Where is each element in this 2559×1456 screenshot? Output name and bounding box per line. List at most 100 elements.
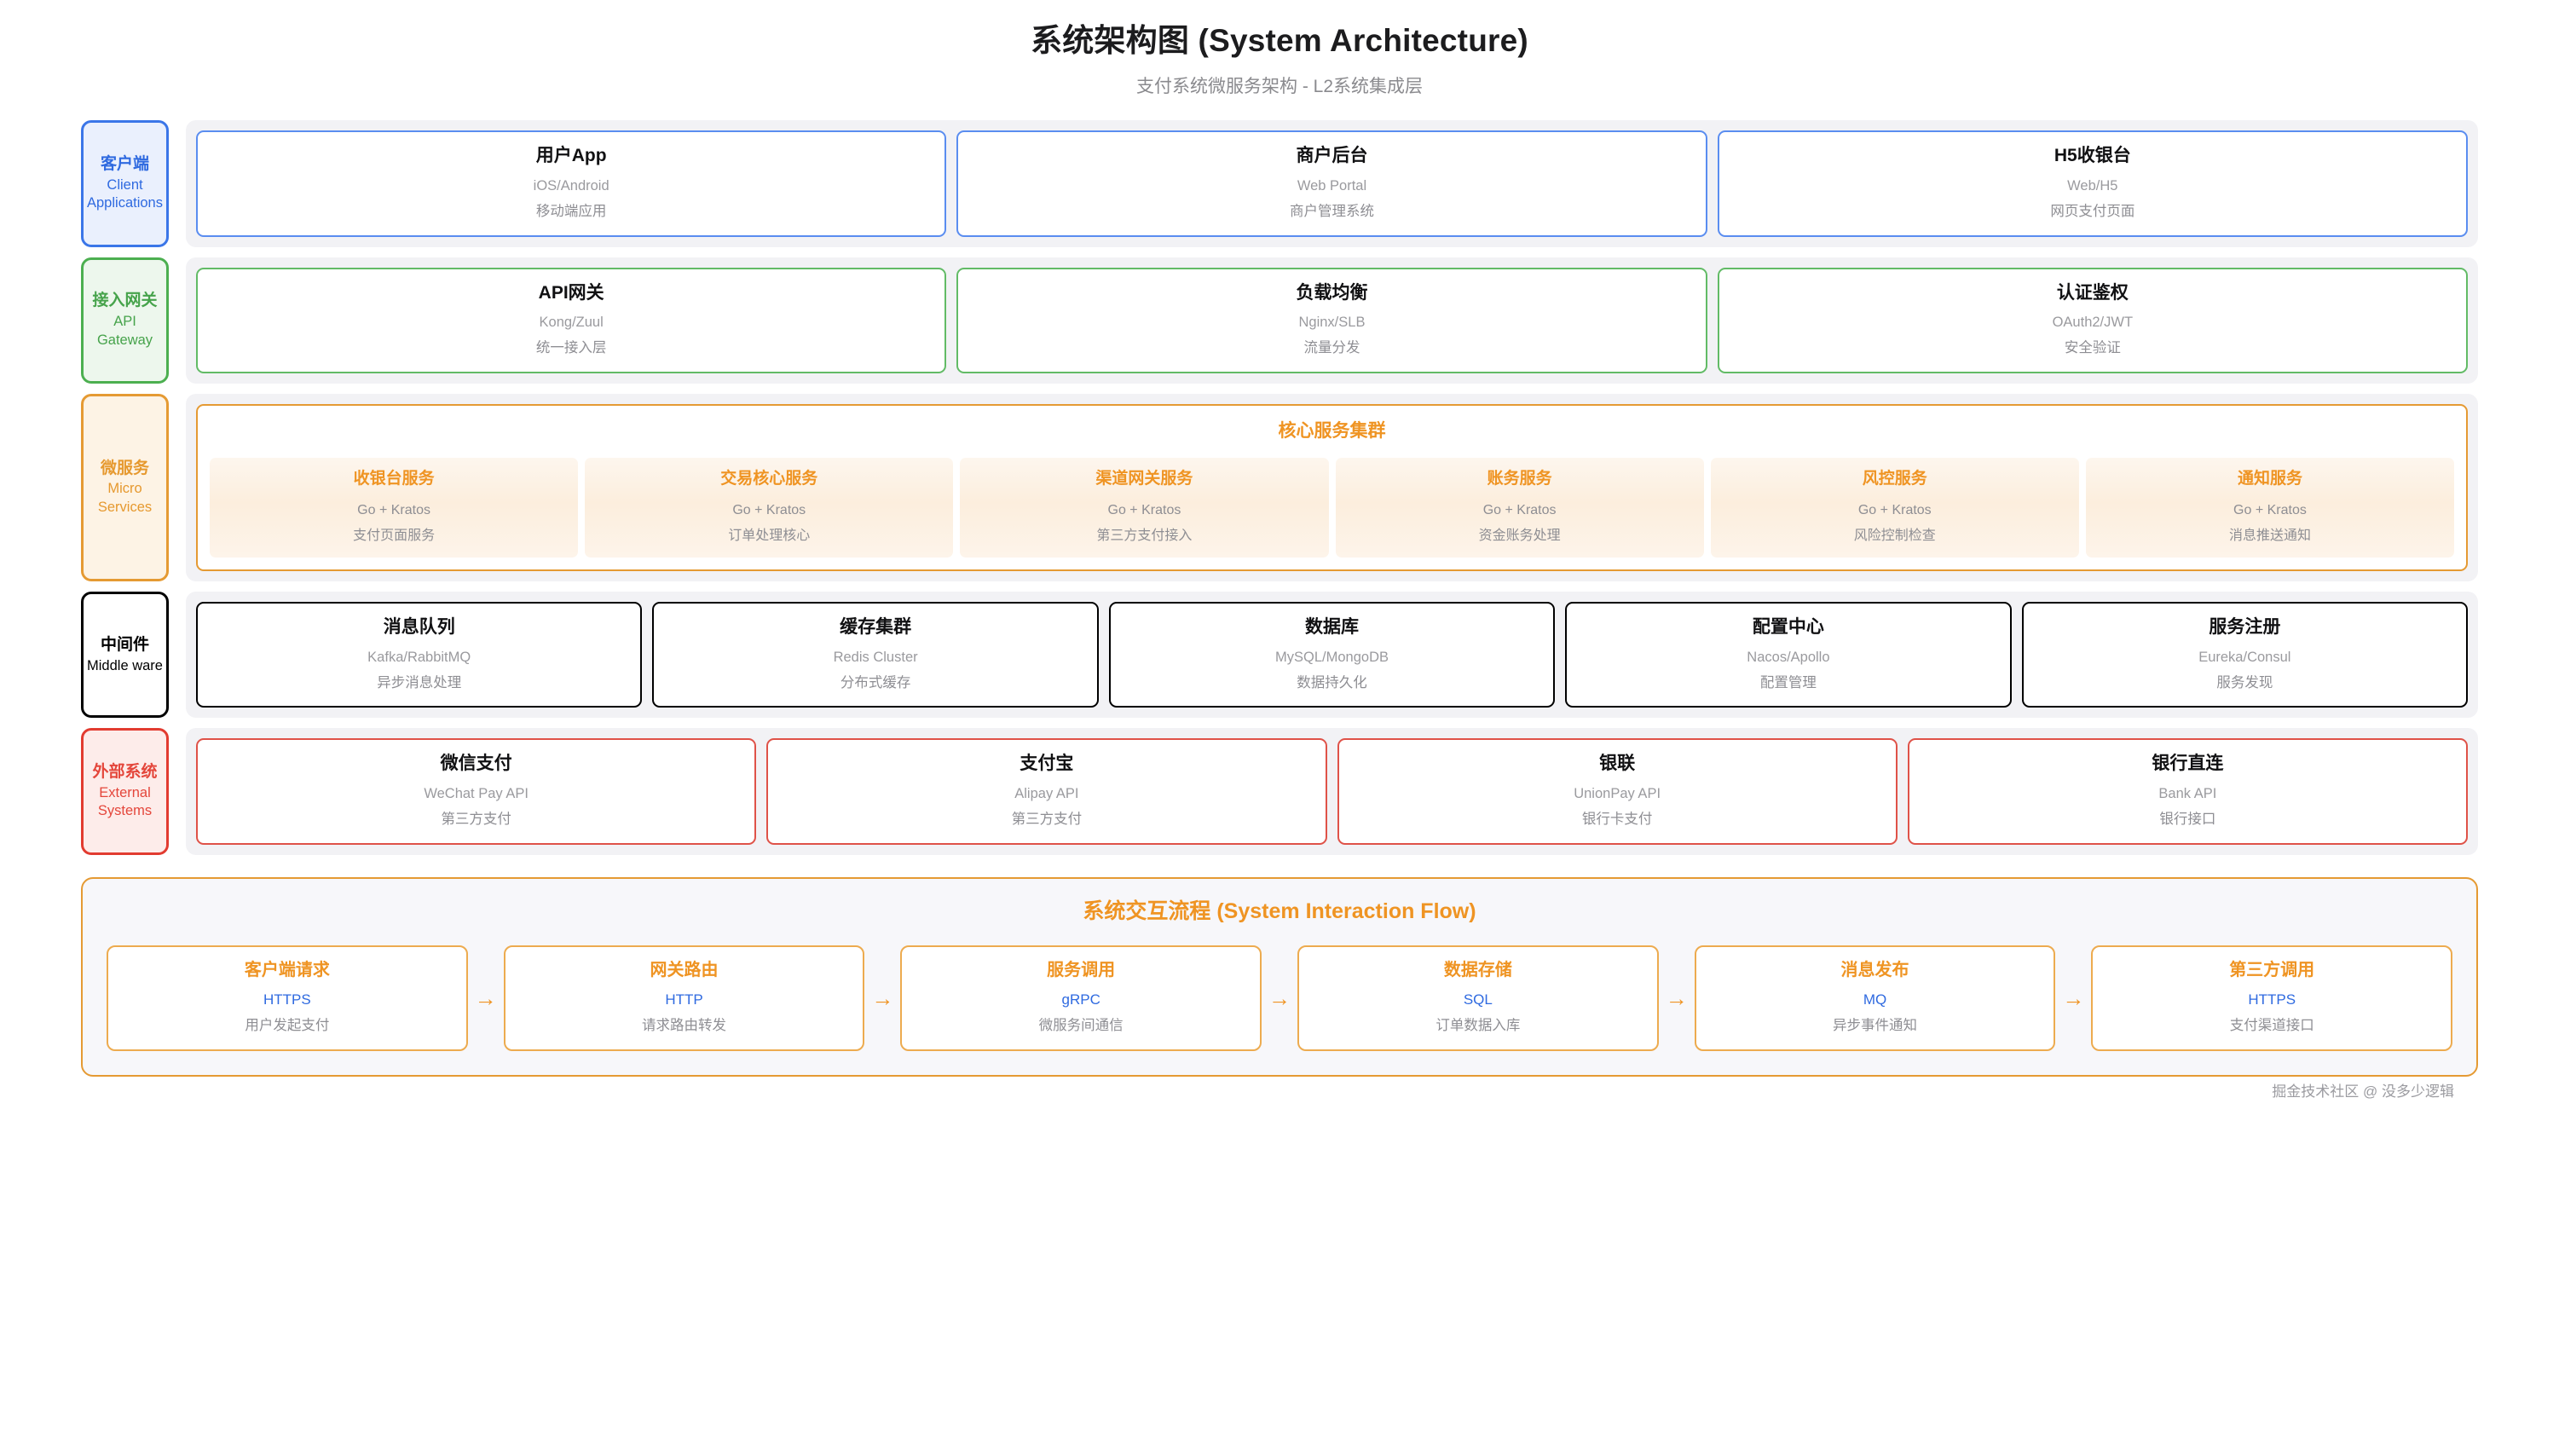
node-card-title: 配置中心	[1752, 617, 1824, 638]
node-card-tech: Bank API	[2158, 785, 2217, 801]
service-card-desc: 资金账务处理	[1478, 528, 1561, 543]
node-card-title: API网关	[538, 282, 604, 303]
flow-step-protocol: HTTPS	[2248, 991, 2296, 1008]
node-card-tech: iOS/Android	[533, 177, 609, 194]
node-card-tech: Nacos/Apollo	[1747, 649, 1830, 665]
layer-badge-client[interactable]: 客户端 Client Applications	[81, 120, 169, 247]
node-card-title: 认证鉴权	[2056, 282, 2129, 303]
node-card-desc: 数据持久化	[1297, 675, 1367, 691]
flow-arrow-icon: →	[1665, 985, 1688, 1011]
flow-step-title: 数据存储	[1443, 961, 1512, 980]
service-card-stack: Go + Kratos	[732, 502, 806, 517]
node-card-desc: 第三方支付	[1011, 812, 1083, 828]
node-card-title: 微信支付	[440, 754, 512, 774]
layer-badge-gateway[interactable]: 接入网关 API Gateway	[81, 257, 169, 384]
flow-step-protocol: HTTPS	[263, 991, 311, 1008]
node-card[interactable]: API网关 Kong/Zuul 统一接入层	[196, 267, 947, 373]
layer-badge-label-cn: 微服务	[100, 459, 149, 477]
node-card-desc: 移动端应用	[535, 204, 607, 220]
node-card[interactable]: 银行直连 Bank API 银行接口	[1907, 738, 2468, 845]
layer-badge-label-en: Client Applications	[87, 176, 163, 211]
service-card-desc: 消息推送通知	[2228, 528, 2311, 543]
service-card-title: 风控服务	[1862, 470, 1927, 488]
flow-step-desc: 用户发起支付	[245, 1018, 330, 1034]
node-card-tech: Kafka/RabbitMQ	[367, 649, 471, 665]
layer-badge-label-en: Middle ware	[87, 657, 163, 673]
service-card-title: 通知服务	[2237, 470, 2302, 488]
node-card-tech: Alipay API	[1014, 785, 1079, 801]
service-card-desc: 风险控制检查	[1853, 528, 1936, 543]
flow-arrow-icon: →	[2062, 985, 2085, 1011]
service-card-desc: 第三方支付接入	[1096, 528, 1193, 543]
node-card-tech: Nginx/SLB	[1298, 314, 1366, 330]
node-card-title: 服务注册	[2209, 617, 2281, 638]
flow-step-protocol: SQL	[1463, 991, 1493, 1008]
node-card[interactable]: 支付宝 Alipay API 第三方支付	[766, 738, 1327, 845]
service-card[interactable]: 渠道网关服务 Go + Kratos 第三方支付接入	[960, 458, 1329, 558]
flow-step-title: 网关路由	[650, 961, 719, 980]
service-card-desc: 支付页面服务	[353, 528, 436, 543]
node-card-desc: 分布式缓存	[840, 675, 911, 691]
service-card-stack: Go + Kratos	[2233, 502, 2307, 517]
node-card-title: 负载均衡	[1296, 282, 1368, 303]
flow-step-desc: 请求路由转发	[642, 1018, 726, 1034]
service-card-stack: Go + Kratos	[357, 502, 430, 517]
flow-arrow-icon: →	[1268, 985, 1291, 1011]
flow-step-title: 第三方调用	[2229, 961, 2315, 980]
service-card-stack: Go + Kratos	[1107, 502, 1181, 517]
node-card-tech: Web Portal	[1297, 177, 1367, 194]
flow-step-title: 服务调用	[1047, 961, 1116, 980]
flow-step-protocol: MQ	[1863, 991, 1887, 1008]
node-card-desc: 统一接入层	[535, 340, 607, 356]
layer-badge-label-cn: 接入网关	[92, 292, 158, 310]
node-card-desc: 银行接口	[2159, 812, 2216, 828]
service-card-stack: Go + Kratos	[1482, 502, 1557, 517]
layer-badge-label-en: API Gateway	[96, 314, 153, 348]
layer-badge-label-en: External Systems	[97, 785, 153, 819]
node-card-title: 数据库	[1305, 617, 1360, 638]
node-card-desc: 服务发现	[2216, 675, 2273, 691]
node-card-tech: Kong/Zuul	[539, 314, 604, 330]
flow-step-desc: 异步事件通知	[1833, 1018, 1918, 1034]
service-card[interactable]: 通知服务 Go + Kratos 消息推送通知	[2085, 458, 2455, 558]
layer-badge-label-cn: 客户端	[100, 155, 149, 174]
node-card-title: 商户后台	[1296, 146, 1368, 166]
node-card-tech: OAuth2/JWT	[2052, 314, 2134, 330]
node-card-title: 支付宝	[1020, 754, 1074, 774]
service-card-title: 渠道网关服务	[1095, 470, 1193, 488]
node-card-title: 银行直连	[2152, 754, 2224, 774]
